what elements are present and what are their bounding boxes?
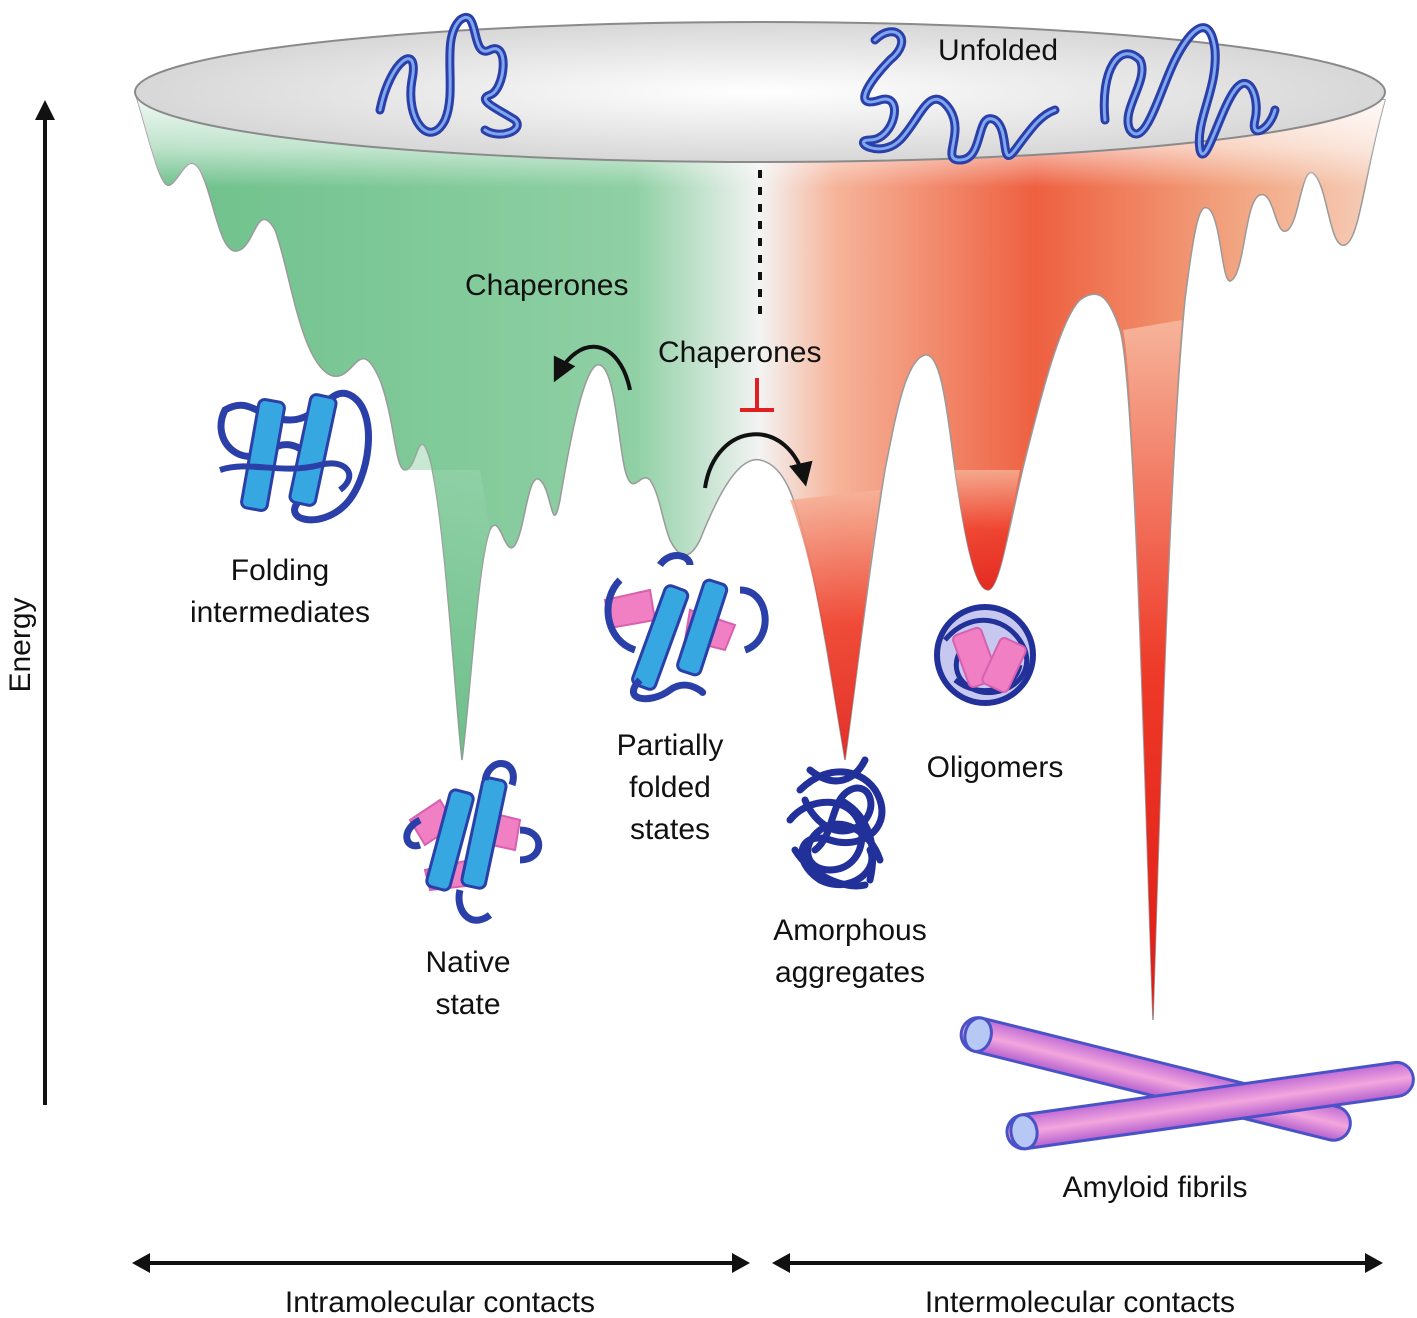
amyloid-fibril-structure <box>959 1016 1415 1151</box>
aggregation-arrow <box>703 432 813 489</box>
unfolded-label: Unfolded <box>938 34 1058 67</box>
amyloid-well <box>1123 320 1182 1020</box>
oligomer-structure <box>934 604 1036 706</box>
unfolded-protein-right <box>859 23 1280 165</box>
native-state-well <box>405 444 490 760</box>
intramolecular-contacts-label: Intramolecular contacts <box>285 1286 595 1318</box>
native-state-structure <box>403 760 543 924</box>
oligomer-well <box>955 470 1020 590</box>
energy-axis <box>35 100 55 1105</box>
amorphous-well <box>790 490 880 760</box>
unfolded-protein-left <box>375 13 522 139</box>
amorphous-aggregates-label-line2: aggregates <box>775 956 925 989</box>
amorphous-aggregates-label-line1: Amorphous <box>773 914 926 947</box>
chaperone-refold-arrow <box>553 344 632 391</box>
energy-funnel <box>133 21 1386 1021</box>
chaperones-left-label: Chaperones <box>465 269 628 302</box>
native-state-label-line2: state <box>435 988 500 1021</box>
intermolecular-axis-arrow <box>772 1253 1383 1273</box>
partially-folded-label-line2: folded <box>629 771 711 804</box>
chaperones-center-label: Chaperones <box>658 336 821 369</box>
intramolecular-axis-arrow <box>132 1253 750 1273</box>
amorphous-aggregate-structure <box>786 756 886 890</box>
energy-axis-label: Energy <box>4 597 37 692</box>
partially-folded-label-line3: states <box>630 813 710 846</box>
folding-intermediates-label-line1: Folding <box>231 554 329 587</box>
chaperone-inhibit-symbol <box>740 378 774 412</box>
intermolecular-contacts-label: Intermolecular contacts <box>925 1286 1235 1318</box>
partially-folded-structure <box>603 552 769 703</box>
native-state-label-line1: Native <box>425 946 510 979</box>
partially-folded-label-line1: Partially <box>617 729 724 762</box>
oligomers-label: Oligomers <box>927 751 1064 784</box>
amyloid-fibrils-label: Amyloid fibrils <box>1062 1171 1247 1204</box>
folding-intermediates-label-line2: intermediates <box>190 596 370 629</box>
folding-intermediate-structure <box>217 389 372 524</box>
